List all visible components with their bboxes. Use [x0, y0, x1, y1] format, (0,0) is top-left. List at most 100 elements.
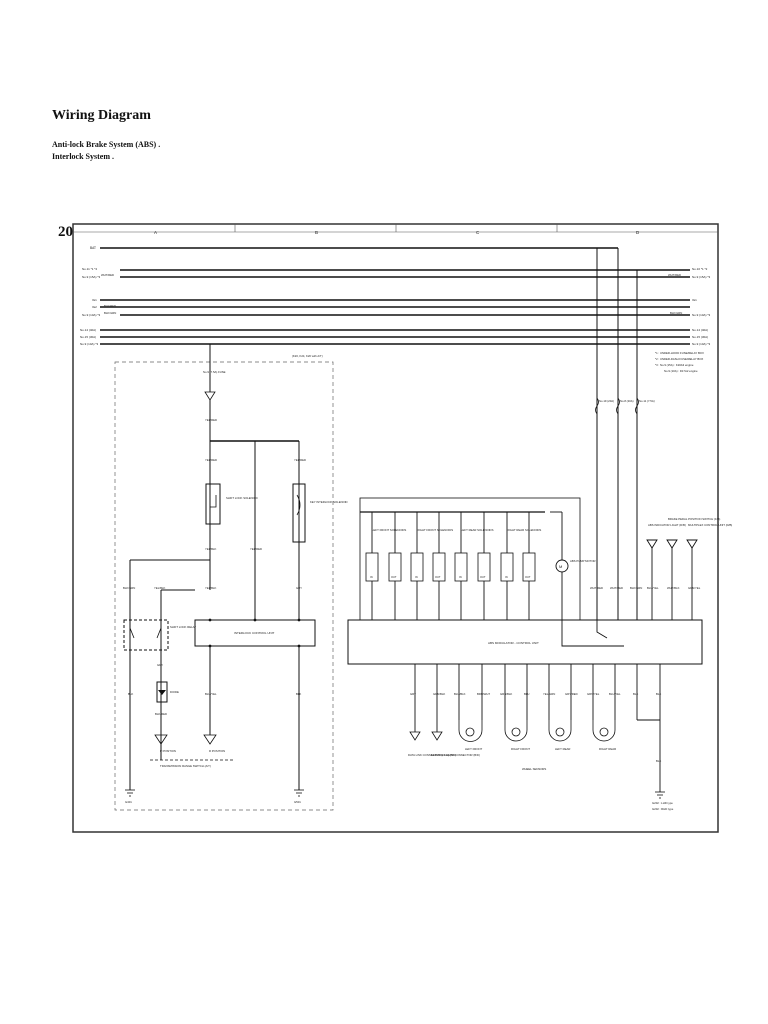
diagram-frame [72, 223, 719, 833]
wire-gry-dlc: GRY [410, 692, 416, 696]
sol-out-3: OUT [480, 575, 486, 579]
label-data-link: DATA LINK CONNECTOR (DLC) (B/D) [408, 753, 456, 757]
wire-wht-red-2: WHT/RED [610, 586, 623, 590]
label-wht-red-right: WHT/RED [668, 273, 681, 277]
label-g401: G401 [125, 800, 132, 804]
label-ig2: IG2 [92, 305, 97, 309]
fuse-symbol [616, 397, 620, 415]
grid-col-b: B [315, 230, 318, 235]
label-blk-grn-right: BLK/GRN [670, 311, 682, 315]
wire-wht-red-1: WHT/RED [590, 586, 603, 590]
abs-bottom-wires [414, 664, 661, 792]
note-1: *1 : UNDER-HOOD FUSE/RELAY BOX [655, 351, 704, 355]
label-models: (K20, K24, K20 with A/T) [292, 354, 323, 358]
footnotes: *1 : UNDER-HOOD FUSE/RELAY BOX *2 : UNDE… [655, 351, 704, 373]
wire-grn-blk: GRN/BLK [500, 692, 512, 696]
wire-brn-sc: GRN/BLK [433, 692, 445, 696]
page-subtitle-interlock: Interlock System . [52, 152, 114, 161]
label-blk-grn-top: BLK/GRN [104, 311, 116, 315]
label-position-r: R POSITION [209, 749, 225, 753]
page-subtitle-abs: Anti-lock Brake System (ABS) . [52, 140, 161, 149]
internal-wiring [561, 620, 624, 647]
ground-g401 [125, 789, 135, 797]
label-g202-a: G202 : LHD type [652, 801, 673, 805]
sol-out-4: OUT [525, 575, 531, 579]
label-feed-right-2: No.9 (15A) *3 [692, 275, 711, 279]
wire-blk-abs-1: BLK [633, 692, 638, 696]
label-ws-left-rear: LEFT REAR [555, 747, 570, 751]
label-position-p: P POSITION [160, 749, 176, 753]
label-g501: G501 [294, 800, 301, 804]
position-r-switch [203, 734, 217, 745]
abs-modulator-control-unit [347, 619, 703, 665]
label-brake-pedal-switch: BRAKE PEDAL POSITION SWITCH (F/B) [668, 517, 720, 521]
label-trans-range-switch: TRANSMISSION RANGE SWITCH (A/T) [160, 764, 211, 768]
service-check-connector [431, 731, 443, 741]
solenoid-coils [365, 552, 536, 582]
wire-yel-blk-relay: YEL/BLK [154, 586, 165, 590]
label-fuse-19: No.19 (20A) [599, 399, 614, 403]
wire-gry-1: GRY [296, 586, 302, 590]
page-number: 20 [58, 224, 73, 240]
label-lf-solenoids: LEFT FRONT SOLENOIDS [372, 528, 406, 532]
fuse-symbol [595, 397, 599, 415]
sol-in-4: IN [505, 575, 508, 579]
wire-brn-wht: BRN/WHT [477, 692, 490, 696]
right-vertical-feeds [596, 247, 638, 620]
label-fuse-11: No.11 (7.5A) [639, 399, 655, 403]
grid-col-a: A [154, 230, 157, 235]
sol-in-3: IN [459, 575, 462, 579]
label-ws-left-front: LEFT FRONT [465, 747, 482, 751]
label-key-interlock-solenoid: KEY INTERLOCK SOLENOID [310, 500, 348, 504]
interlock-region [114, 361, 334, 811]
label-wht-red-left: WHT/RED [101, 273, 114, 277]
label-ig1-right: IG1 [692, 298, 697, 302]
sol-out-1: OUT [391, 575, 397, 579]
label-abs-modulator: ABS MODULATOR - CONTROL UNIT [488, 641, 539, 645]
label-multiplex-unit: MULTIPLEX CONTROL UNIT (D/B) [688, 523, 732, 527]
connector-symbol [204, 391, 216, 401]
wire-blk-ground: BLK [656, 759, 661, 763]
sol-out-2: OUT [435, 575, 441, 579]
wire-blu-blk: BLU/BLK [454, 692, 466, 696]
label-ws-right-rear: RIGHT REAR [599, 747, 616, 751]
label-bat: BAT [90, 246, 96, 250]
key-interlock-solenoid [292, 483, 306, 543]
page-title: Wiring Diagram [52, 108, 151, 123]
wire-blk-red-diode: BLK/RED [155, 712, 167, 716]
wire-yel-red-4: YEL/RED [250, 547, 262, 551]
wire-blu-yel-abs: BLU/YEL [647, 586, 659, 590]
label-feed-left-2: No.9 (15A) *3 [82, 275, 101, 279]
label-wheel-sensors: WHEEL SENSORS [522, 767, 546, 771]
wire-yel-blk-2: YEL/BLK [205, 586, 216, 590]
position-p-switch [154, 734, 168, 745]
label-lower-left-3: No.9 (10A) *3 [80, 342, 99, 346]
label-service-check: SERVICE CHECK CONNECTOR (B/D) [431, 753, 480, 757]
label-ig1: IG1 [92, 298, 97, 302]
wire-blk-abs-2: BLK [656, 692, 661, 696]
label-ig1-right-fuse: No.9 (10A) *3 [692, 313, 711, 317]
label-diode: DIODE [170, 690, 179, 694]
label-ig2-fuse: No.9 (10A) *3 [82, 313, 101, 317]
note-4: No.9 (10A) : D17A2 engine [664, 369, 698, 373]
label-lower-left-1: No.14 (40A) [80, 328, 96, 332]
label-feed-right-1: No.10 *1 *2 [692, 267, 708, 271]
motor-symbol: M [559, 564, 562, 569]
diode [156, 681, 168, 703]
label-lower-right-3: No.9 (10A) *3 [692, 342, 711, 346]
wire-gry-relay: GRY [157, 663, 163, 667]
wire-yel-red-1: YEL/RED [205, 418, 217, 422]
label-abs-pump-motor: ABS PUMP MOTOR [570, 559, 596, 563]
shift-lock-solenoid [205, 483, 221, 525]
label-fuse-8: No.8 (20A) [620, 399, 634, 403]
label-shift-lock-solenoid: SHIFT LOCK SOLENOID [226, 496, 258, 500]
power-bus [100, 247, 690, 345]
label-g202-b: G202 : RHD type [652, 807, 674, 811]
label-lr-solenoids: LEFT REAR SOLENOIDS [461, 528, 494, 532]
label-interlock-control-unit: INTERLOCK CONTROL UNIT [234, 631, 275, 635]
label-feed-left-1: No.11 *1 *2 [82, 267, 97, 271]
wire-yel-grn: YEL/GRN [543, 692, 555, 696]
ground-g202 [655, 791, 665, 799]
wire-wht-blk: WHT/BLK [667, 586, 680, 590]
